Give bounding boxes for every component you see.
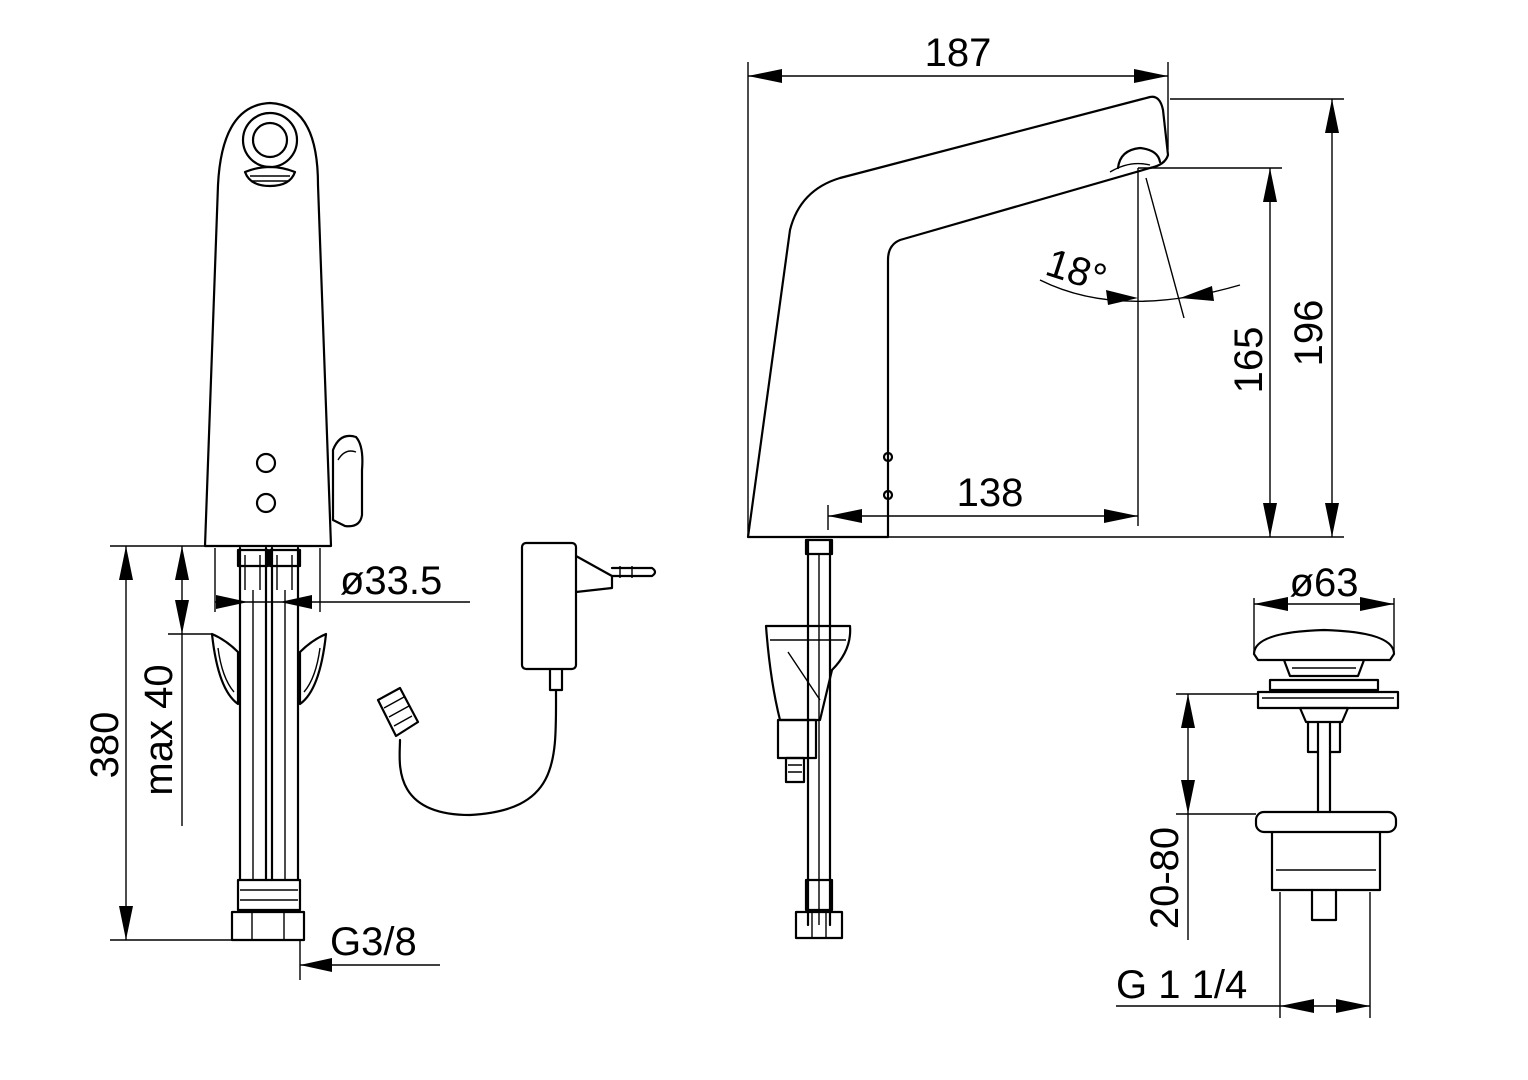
dim-187-label: 187 — [925, 31, 992, 75]
dimension-20-80: 20-80 — [1143, 693, 1258, 940]
dim-dia63-label: ø63 — [1290, 561, 1359, 605]
dim-dia33-label: ø33.5 — [340, 559, 442, 603]
waste-valve — [1252, 628, 1400, 922]
power-adapter — [376, 541, 657, 817]
dimension-dia-63: ø63 — [1253, 561, 1395, 652]
dimension-angle-18: 18° — [1039, 177, 1241, 319]
dimension-196: 196 — [888, 98, 1344, 538]
dimension-165: 165 — [1138, 167, 1282, 537]
thread-g1-1-4: G 1 1/4 — [1116, 892, 1371, 1018]
dimension-dia-33-5: ø33.5 — [214, 548, 470, 612]
dimension-max-40: max 40 — [137, 546, 212, 826]
dim-380-label: 380 — [83, 712, 127, 779]
dimension-138: 138 — [827, 168, 1139, 530]
dim-138-label: 138 — [957, 471, 1024, 515]
dimension-380: 380 — [83, 545, 232, 941]
dim-196-label: 196 — [1287, 300, 1331, 367]
dim-angle-label: 18° — [1041, 241, 1112, 302]
dimension-187: 187 — [747, 31, 1169, 537]
dim-g114-label: G 1 1/4 — [1116, 963, 1247, 1007]
faucet-side-view — [746, 95, 1170, 940]
dim-g38-label: G3/8 — [330, 920, 417, 964]
faucet-front-view — [203, 101, 364, 942]
dim-20-80-label: 20-80 — [1143, 827, 1187, 929]
dim-165-label: 165 — [1227, 327, 1271, 394]
dim-max40-label: max 40 — [137, 664, 181, 795]
thread-g3-8: G3/8 — [299, 920, 440, 980]
